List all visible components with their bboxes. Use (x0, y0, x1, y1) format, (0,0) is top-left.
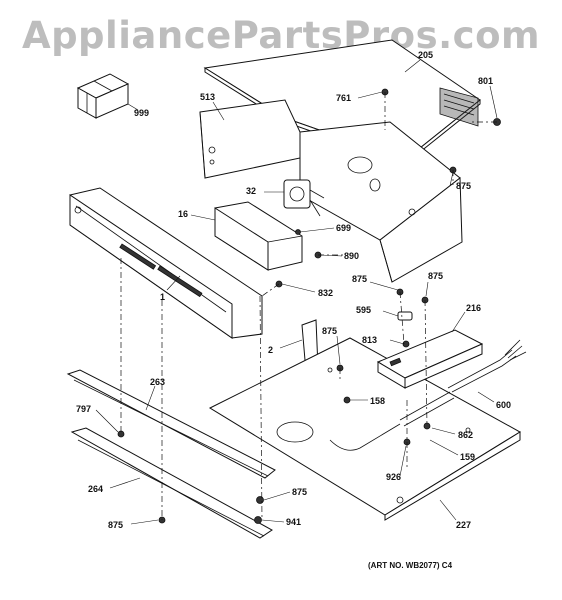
label-999[interactable]: 999 (134, 108, 149, 118)
label-875-a[interactable]: 875 (456, 181, 471, 191)
part-227-bottom-plate[interactable] (208, 337, 521, 521)
leader-lines (95, 59, 498, 525)
label-862[interactable]: 862 (458, 430, 473, 440)
label-513[interactable]: 513 (200, 92, 215, 102)
part-labels: 999 513 205 801 761 32 16 699 890 875 87… (76, 50, 511, 570)
label-761[interactable]: 761 (336, 93, 351, 103)
label-890[interactable]: 890 (344, 251, 359, 261)
label-699[interactable]: 699 (336, 223, 351, 233)
label-875-c[interactable]: 875 (428, 271, 443, 281)
part-32-motor[interactable] (283, 179, 325, 217)
label-797[interactable]: 797 (76, 404, 91, 414)
label-941[interactable]: 941 (286, 517, 301, 527)
label-263[interactable]: 263 (150, 377, 165, 387)
part-600-wire-harness[interactable] (329, 339, 527, 451)
label-227[interactable]: 227 (456, 520, 471, 530)
label-832[interactable]: 832 (318, 288, 333, 298)
part-1-control-panel[interactable] (69, 187, 263, 339)
label-32[interactable]: 32 (246, 186, 256, 196)
label-158[interactable]: 158 (370, 396, 385, 406)
oven-body (299, 121, 463, 283)
label-875-f[interactable]: 875 (108, 520, 123, 530)
part-513-side-panel[interactable] (199, 99, 301, 179)
label-205[interactable]: 205 (418, 50, 433, 60)
label-875-b[interactable]: 875 (352, 274, 367, 284)
watermark-text: AppliancePartsPros.com (21, 14, 541, 57)
label-875-d[interactable]: 875 (322, 326, 337, 336)
label-926[interactable]: 926 (386, 472, 401, 482)
part-263-trim-strip[interactable] (66, 369, 276, 479)
label-875-e[interactable]: 875 (292, 487, 307, 497)
label-216[interactable]: 216 (466, 303, 481, 313)
art-number: (ART NO. WB2077) C4 (368, 561, 453, 570)
label-1[interactable]: 1 (160, 292, 165, 302)
label-264[interactable]: 264 (88, 484, 103, 494)
label-801[interactable]: 801 (478, 76, 493, 86)
part-264-lower-trim[interactable] (70, 427, 273, 539)
part-216-cover[interactable] (376, 329, 484, 389)
label-813[interactable]: 813 (362, 335, 377, 345)
label-2[interactable]: 2 (268, 345, 273, 355)
label-600[interactable]: 600 (496, 400, 511, 410)
label-159[interactable]: 159 (460, 452, 475, 462)
part-999-box[interactable] (76, 73, 130, 119)
label-16[interactable]: 16 (178, 209, 188, 219)
label-595[interactable]: 595 (356, 305, 371, 315)
